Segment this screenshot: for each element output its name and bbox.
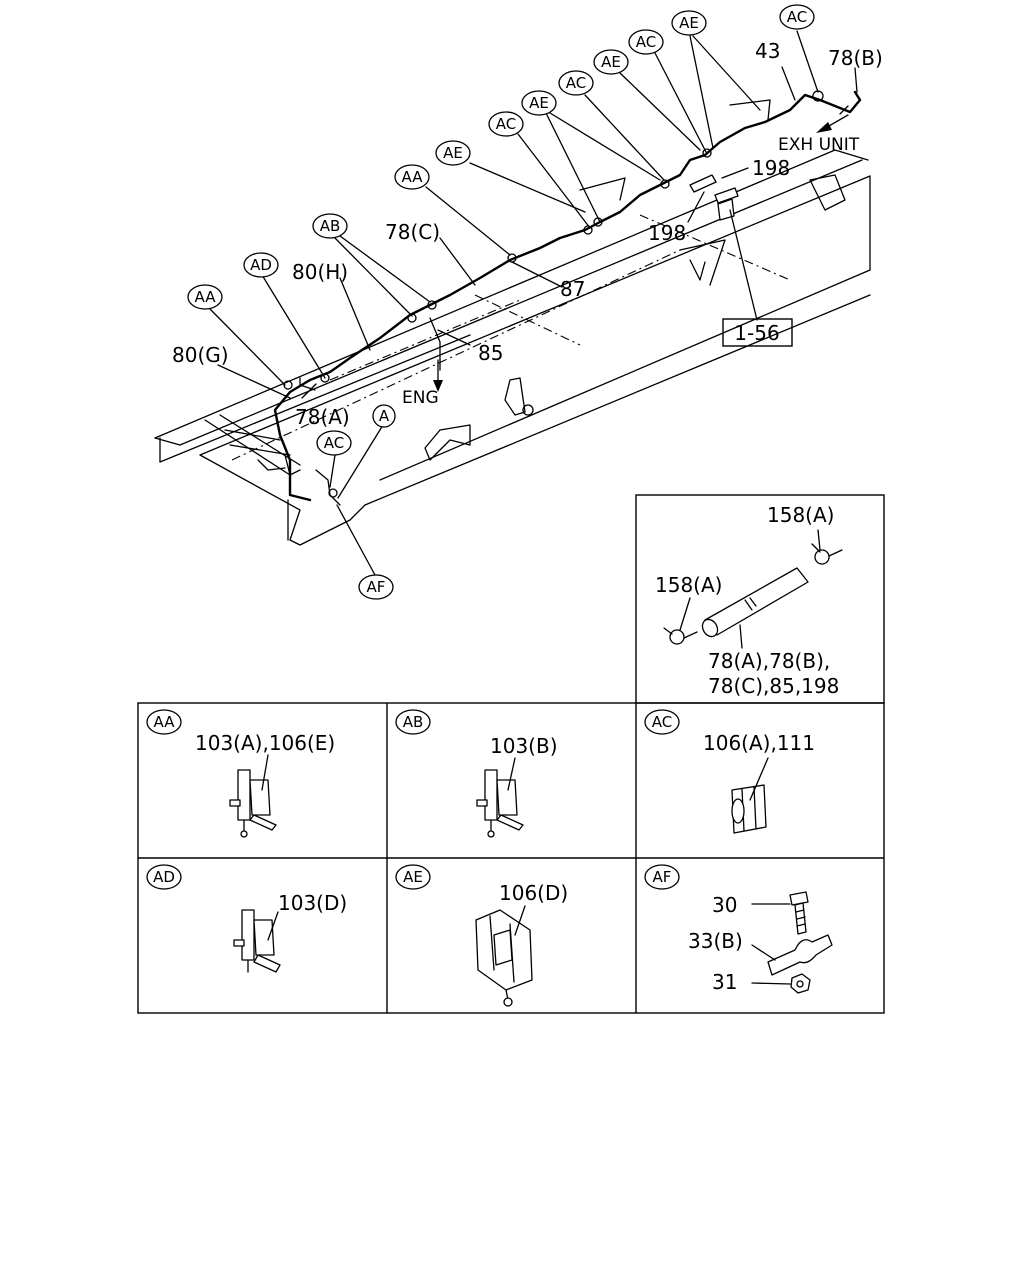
cell-ae-tag: AE (403, 868, 423, 886)
callout-a: A (379, 407, 390, 425)
bolt-icon (789, 891, 809, 935)
label-43: 43 (755, 39, 780, 63)
callout-ae-2: AE (601, 53, 621, 71)
label-78a: 78(A) (295, 405, 350, 429)
callout-ac-2: AC (636, 33, 656, 51)
chassis-frame (154, 99, 871, 546)
clip-103b-icon (476, 769, 524, 838)
label-80h: 80(H) (292, 260, 348, 284)
cell-af-tag: AF (653, 868, 672, 886)
callout-ac-4: AC (496, 115, 516, 133)
cell-ad-tag: AD (153, 868, 175, 886)
label-198-b: 198 (648, 221, 686, 245)
detail-grid: AA 103(A),106(E) AB 103(B) AC 106(A),111 (137, 702, 885, 1014)
cell-af-part-31: 31 (712, 970, 737, 994)
label-87: 87 (560, 277, 585, 301)
hose-caption-line1: 78(A),78(B), (708, 649, 830, 673)
callout-af-bottom: AF (367, 578, 386, 596)
callout-ac-3: AC (566, 74, 586, 92)
cell-af-part-33b: 33(B) (688, 929, 743, 953)
callout-aa-top: AA (402, 168, 424, 186)
cell-aa-tag: AA (154, 713, 176, 731)
label-80g: 80(G) (172, 343, 229, 367)
detail-hose-box: 158(A) 158(A) 78(A),78(B), 78(C),85,198 (635, 494, 885, 704)
label-78b: 78(B) (828, 46, 883, 70)
label-158a-left: 158(A) (655, 573, 722, 597)
clip-bracket-icon (767, 934, 833, 976)
callout-ac-top: AC (787, 8, 807, 26)
callout-ae-3: AE (529, 94, 549, 112)
clip-103a-icon (229, 769, 277, 838)
clip-103d-icon (233, 909, 281, 973)
cell-ad-parts: 103(D) (278, 891, 347, 915)
hose-clamp-left-icon (663, 627, 698, 645)
nut-icon (790, 973, 811, 994)
hose-caption-line2: 78(C),85,198 (708, 674, 839, 698)
leader-lines (209, 30, 858, 576)
label-ref-1-56: 1-56 (734, 321, 779, 345)
cell-aa-parts: 103(A),106(E) (195, 731, 335, 755)
clip-106d-icon (475, 909, 533, 1007)
label-eng: ENG (402, 388, 439, 408)
cell-ae-parts: 106(D) (499, 881, 568, 905)
hose-clamp-top-icon (811, 543, 843, 565)
cell-ab-tag: AB (403, 713, 424, 731)
callouts: AC 78(B) AE 43 AC AE AC AE 198 198 AC AE… (172, 4, 883, 600)
clamp-106a-icon (731, 784, 767, 834)
hose-icon (701, 567, 809, 638)
callout-aa-left: AA (195, 288, 217, 306)
label-85: 85 (478, 341, 503, 365)
callout-ad-top: AD (250, 256, 272, 274)
cell-ab-parts: 103(B) (490, 734, 558, 758)
callout-ab-top: AB (320, 217, 341, 235)
callout-ae-top: AE (679, 14, 699, 32)
cell-af-part-30: 30 (712, 893, 737, 917)
label-198-a: 198 (752, 156, 790, 180)
label-158a-top: 158(A) (767, 503, 834, 527)
label-78c: 78(C) (385, 220, 440, 244)
callout-ac-bottom: AC (324, 434, 344, 452)
cell-ac-tag: AC (652, 713, 672, 731)
cell-ac-parts: 106(A),111 (703, 731, 815, 755)
label-exh-unit: EXH UNIT (778, 135, 860, 155)
callout-ae-4: AE (443, 144, 463, 162)
